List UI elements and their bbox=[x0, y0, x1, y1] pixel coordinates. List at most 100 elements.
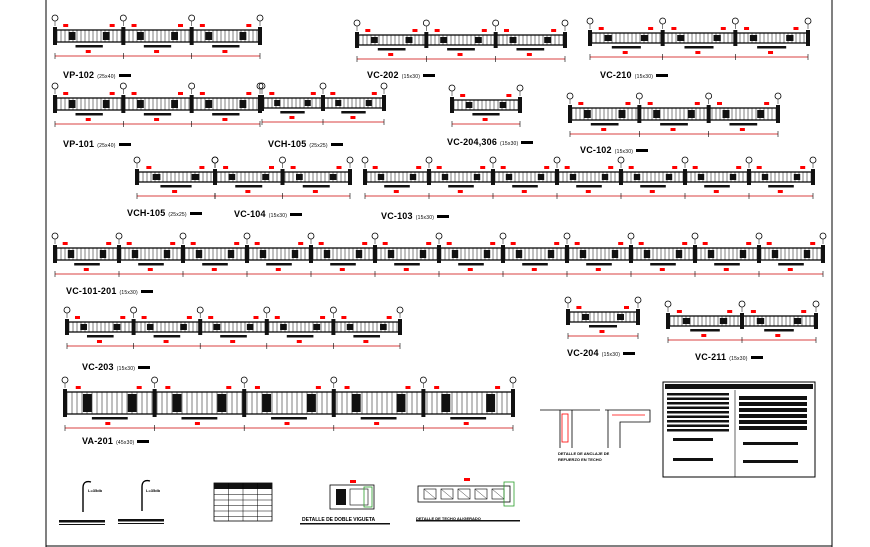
bottom-rebar-mark bbox=[463, 422, 469, 425]
stirrup-block bbox=[409, 174, 417, 180]
stirrup-block bbox=[67, 250, 75, 258]
top-rebar-mark bbox=[131, 24, 137, 27]
stirrup-block bbox=[505, 174, 513, 180]
axis-bubble bbox=[561, 19, 569, 27]
hook-detail bbox=[59, 480, 105, 525]
axis-bubble bbox=[51, 14, 59, 22]
schedule-tables bbox=[213, 381, 816, 522]
axis-bubble bbox=[307, 232, 315, 240]
top-rebar-mark bbox=[330, 92, 336, 95]
bottom-rebar-mark bbox=[172, 190, 178, 193]
support-column bbox=[131, 319, 136, 335]
bottom-rebar-mark bbox=[670, 128, 676, 131]
support-column bbox=[636, 309, 640, 325]
support-column bbox=[740, 313, 744, 329]
stirrup-block bbox=[547, 250, 555, 258]
notes-text-line bbox=[667, 424, 729, 427]
beam-elevations bbox=[51, 14, 827, 431]
top-rebar-mark bbox=[692, 166, 698, 169]
support-column bbox=[518, 97, 522, 113]
bottom-rebar-mark bbox=[211, 268, 217, 271]
axis-bubble bbox=[425, 156, 433, 164]
axis-bubble bbox=[263, 306, 271, 314]
support-column bbox=[181, 245, 185, 263]
axis-bubble bbox=[319, 82, 327, 90]
stirrup-block bbox=[697, 174, 705, 180]
stirrup-block bbox=[677, 35, 685, 41]
support-column bbox=[806, 30, 810, 46]
beam-elevation bbox=[448, 84, 524, 127]
joist-section bbox=[336, 489, 346, 505]
stirrup-block bbox=[387, 250, 395, 258]
stirrup-block bbox=[451, 250, 459, 258]
support-column bbox=[821, 245, 825, 263]
bottom-rebar-mark bbox=[154, 118, 160, 121]
bottom-bar-callout bbox=[764, 329, 794, 332]
bottom-rebar-mark bbox=[403, 268, 409, 271]
notes-text-line bbox=[667, 420, 729, 423]
bottom-bar-callout bbox=[384, 185, 410, 188]
axis-bubble bbox=[509, 376, 517, 384]
bottom-bar-callout bbox=[271, 417, 307, 420]
bottom-bar-callout bbox=[302, 185, 330, 188]
axis-bubble bbox=[586, 17, 594, 25]
bottom-rebar-mark bbox=[374, 422, 380, 425]
top-rebar-mark bbox=[269, 92, 275, 95]
top-rebar-mark bbox=[551, 29, 557, 32]
bottom-rebar-mark bbox=[622, 51, 628, 54]
axis-bubble bbox=[419, 376, 427, 384]
top-rebar-mark bbox=[647, 102, 653, 105]
stirrup-block bbox=[722, 110, 730, 118]
support-column bbox=[258, 27, 262, 45]
bottom-rebar-mark bbox=[775, 334, 781, 337]
stirrup-block bbox=[127, 394, 137, 412]
top-rebar-mark bbox=[371, 92, 377, 95]
stirrup-block bbox=[729, 174, 737, 180]
axis-bubble bbox=[738, 300, 746, 308]
stirrup-block bbox=[486, 394, 496, 412]
top-rebar-mark bbox=[766, 242, 772, 245]
bottom-bar-callout bbox=[202, 263, 228, 266]
bottom-rebar-mark bbox=[585, 190, 591, 193]
axis-bubble bbox=[499, 232, 507, 240]
top-rebar-mark bbox=[318, 242, 324, 245]
stirrup-block bbox=[611, 250, 619, 258]
stirrup-block bbox=[739, 250, 747, 258]
bottom-rebar-mark bbox=[457, 190, 463, 193]
axis-bubble bbox=[61, 376, 69, 384]
bottom-bar-callout bbox=[714, 263, 740, 266]
stirrup-block bbox=[687, 110, 695, 118]
top-rebar-mark bbox=[638, 242, 644, 245]
stirrup-block bbox=[440, 37, 448, 43]
bottom-rebar-mark bbox=[194, 422, 200, 425]
top-rebar-mark bbox=[682, 242, 688, 245]
axis-bubble bbox=[627, 232, 635, 240]
support-column bbox=[424, 32, 429, 48]
stirrup-block bbox=[793, 318, 802, 324]
stirrup-block bbox=[152, 174, 161, 180]
top-rebar-mark bbox=[120, 316, 126, 319]
support-column bbox=[398, 319, 402, 335]
support-column bbox=[213, 169, 217, 185]
top-rebar-mark bbox=[341, 316, 347, 319]
top-rebar-mark bbox=[416, 166, 422, 169]
slab-brick-hatch bbox=[491, 488, 505, 500]
top-rebar-mark bbox=[63, 24, 69, 27]
support-column bbox=[757, 245, 761, 263]
bottom-rebar-mark bbox=[601, 128, 607, 131]
axis-bubble bbox=[804, 17, 812, 25]
top-rebar-mark bbox=[199, 24, 205, 27]
notes-value-line bbox=[739, 402, 807, 406]
support-column bbox=[382, 95, 386, 111]
support-column bbox=[450, 97, 454, 113]
top-rebar-mark bbox=[246, 92, 252, 95]
stirrup-block bbox=[323, 250, 331, 258]
double-joist-detail bbox=[300, 480, 390, 525]
support-column bbox=[776, 105, 780, 123]
stirrup-block bbox=[509, 37, 517, 43]
stirrup-block bbox=[643, 250, 651, 258]
stirrup-block bbox=[633, 174, 641, 180]
bottom-bar-callout bbox=[650, 263, 676, 266]
bottom-bar-callout bbox=[394, 263, 420, 266]
bottom-bar-callout bbox=[660, 123, 688, 126]
